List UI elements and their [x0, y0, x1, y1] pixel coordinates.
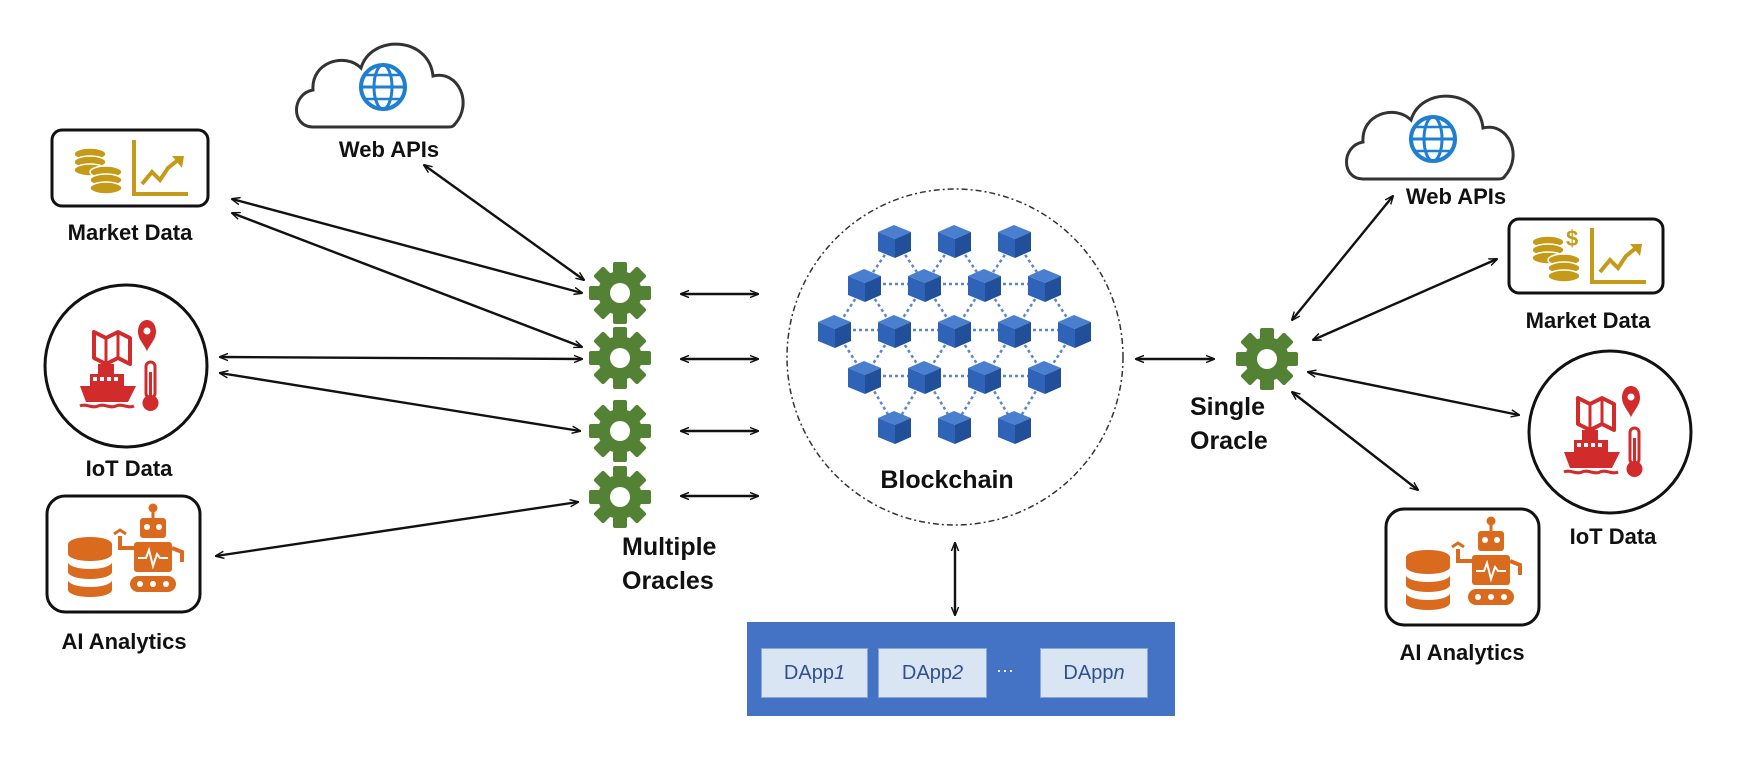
left-market-data-label: Market Data: [67, 220, 193, 245]
dapp-1-prefix: DApp: [783, 661, 834, 684]
right-market-data-icon: $: [1507, 217, 1665, 295]
dapp-2-prefix: DApp: [901, 661, 952, 684]
oracle-gear-icon-3: [589, 400, 651, 462]
left-iot-data-label: IoT Data: [85, 456, 173, 481]
dapp-n-suffix: n: [1113, 661, 1125, 684]
dapp-n-prefix: DApp: [1063, 661, 1114, 684]
single-oracle-label: Single Oracle: [1190, 390, 1268, 458]
svg-text:$: $: [1566, 226, 1578, 251]
left-ai-analytics-label: AI Analytics: [61, 629, 187, 654]
dapp-2-suffix: 2: [951, 661, 964, 684]
single-oracle-line1: Single: [1190, 393, 1266, 421]
left-ai-analytics-icon: [45, 494, 202, 614]
dapps-ellipsis: ···: [996, 660, 1014, 680]
right-iot-data-icon: [1527, 349, 1693, 515]
multiple-oracles-line2: Oracles: [622, 567, 714, 595]
right-web-apis-label: Web APIs: [1405, 184, 1507, 209]
right-iot-data-label: IoT Data: [1569, 524, 1657, 549]
oracle-gear-icon-4: [589, 466, 651, 528]
left-web-apis-label: Web APIs: [338, 137, 440, 162]
single-oracle-gear-icon: [1236, 328, 1298, 390]
oracle-gear-icon-1: [589, 262, 651, 324]
left-market-data-icon: [50, 128, 210, 208]
right-market-data-label: Market Data: [1525, 308, 1651, 333]
right-ai-analytics-label: AI Analytics: [1399, 640, 1525, 665]
multiple-oracles-line1: Multiple: [622, 533, 717, 561]
blockchain-label: Blockchain: [880, 466, 1014, 494]
left-connector-arrows: [216, 165, 758, 556]
multiple-oracles-label: Multiple Oracles: [622, 530, 716, 598]
dapp-1-suffix: 1: [833, 661, 846, 684]
left-iot-data-icon: [43, 283, 209, 449]
right-web-apis-cloud-icon: [1344, 94, 1516, 181]
oracle-gear-icon-2: [589, 327, 651, 389]
left-web-apis-cloud-icon: [294, 42, 466, 129]
single-oracle-line2: Oracle: [1190, 427, 1268, 455]
right-connector-arrows: [1136, 196, 1519, 490]
right-ai-analytics-icon: [1384, 507, 1541, 627]
